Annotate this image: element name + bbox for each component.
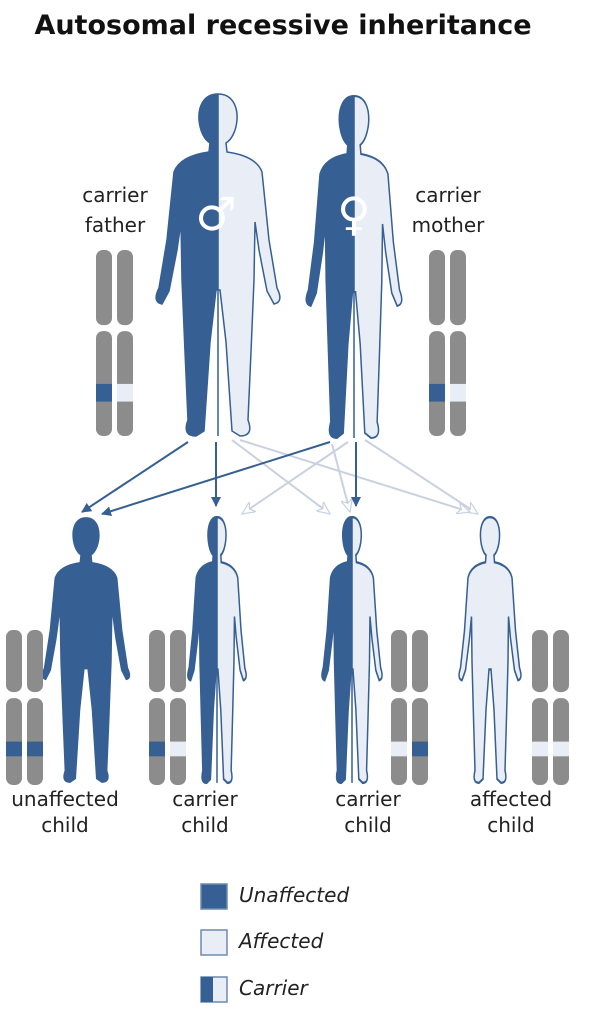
chromosome-arm-bottom [96,331,112,436]
chromosome-arm-bottom [532,698,548,785]
inheritance-arrow [364,439,478,515]
figure-body [41,517,131,783]
figure-body-left [156,94,218,436]
allele-band-affected [553,741,569,757]
chromosome-arm-bottom [553,698,569,785]
chromosome-arm-bottom [450,331,466,436]
chromosome-arm-top [170,630,186,693]
allele-band-unaffected [27,741,43,757]
child-1-chromosomes [6,630,43,785]
allele-band-affected [450,383,466,402]
chromosome-arm-top [96,250,112,326]
chromosome-arm-top [149,630,165,693]
chromosome-arm-bottom [117,331,133,436]
inheritance-arrow [101,441,331,517]
allele-band-affected [532,741,548,757]
child-1-figure [41,517,131,783]
chromosome-arm-top [391,630,407,693]
inheritance-arrow [231,439,330,514]
father-chromosomes [96,250,133,436]
child-2-figure [187,515,247,785]
chromosome-arm-top [27,630,43,693]
figure-body-left [306,96,354,438]
legend-affected-label: Affected [239,929,324,953]
allele-band-unaffected [429,383,445,402]
child-3-chromosomes [391,630,428,785]
child-2-chromosomes [149,630,186,785]
child-3-figure [321,515,383,785]
child-4-chromosomes [532,630,569,785]
allele-band-unaffected [412,741,428,757]
chromosome-arm-top [450,250,466,326]
male-symbol-icon: ♂ [195,187,236,241]
chromosome-arm-bottom [27,698,43,785]
legend-swatch-affected [200,929,228,956]
chromosome-arm-top [412,630,428,693]
figure-body [458,515,522,785]
chromosome-arm-bottom [149,698,165,785]
chromosome-arm-top [532,630,548,693]
legend-swatch-carrier [200,976,228,1003]
legend-swatch-unaffected [200,883,228,910]
chromosome-arm-top [117,250,133,326]
chromosome-arm-bottom [391,698,407,785]
chromosome-arm-bottom [429,331,445,436]
mother-figure [305,95,403,439]
inheritance-arrow [242,441,349,515]
chromosome-arm-top [553,630,569,693]
inheritance-arrow [331,443,350,512]
allele-band-affected [117,383,133,402]
chromosome-arm-top [6,630,22,693]
chromosome-arm-bottom [412,698,428,785]
chromosome-arm-bottom [170,698,186,785]
child-4-figure [458,515,522,785]
allele-band-affected [170,741,186,757]
inheritance-arrow [81,441,189,513]
chromosome-arm-bottom [6,698,22,785]
allele-band-unaffected [96,383,112,402]
chromosome-arm-top [429,250,445,326]
legend-unaffected-label: Unaffected [239,883,350,907]
father-figure [155,93,281,437]
figure-body-left [187,517,218,783]
allele-band-affected [391,741,407,757]
mother-chromosomes [429,250,466,436]
diagram-title: Autosomal recessive inheritance [34,10,532,41]
allele-band-unaffected [149,741,165,757]
allele-band-unaffected [6,741,22,757]
figure-body-left [321,517,353,783]
legend-carrier-label: Carrier [239,976,308,1000]
female-symbol-icon: ♀ [337,187,371,241]
